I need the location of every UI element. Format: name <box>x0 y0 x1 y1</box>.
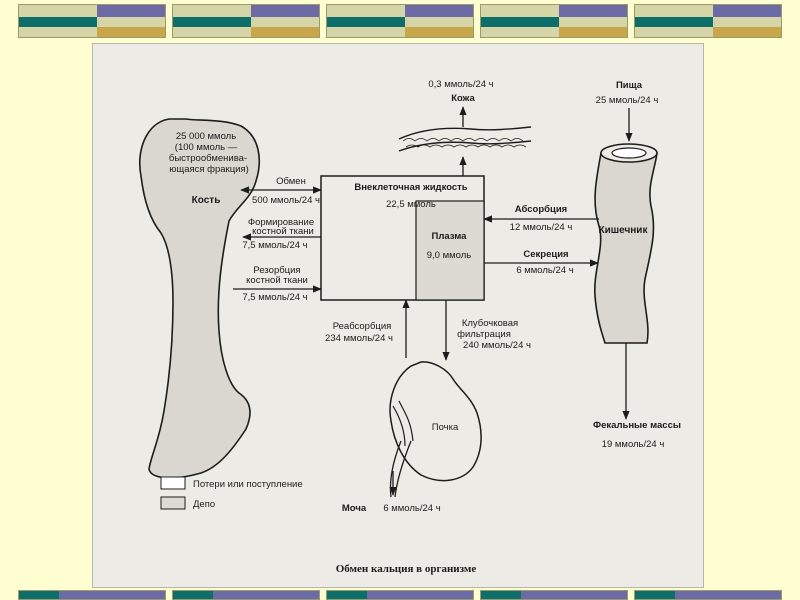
resorption-value: 7,5 ммоль/24 ч <box>242 292 307 303</box>
deco-block-3 <box>326 4 474 38</box>
filtration-value: 240 ммоль/24 ч <box>463 340 531 351</box>
formation-line2: костной ткани <box>252 226 314 237</box>
bone-label: Кость <box>192 195 221 206</box>
skin-bottom-line <box>398 140 532 152</box>
secretion-value: 6 ммоль/24 ч <box>516 265 573 276</box>
absorption-value: 12 ммоль/24 ч <box>510 222 573 233</box>
footer-deco-block-2 <box>172 590 320 600</box>
exchange-title: Обмен <box>276 176 306 187</box>
plasma-title: Плазма <box>432 231 468 242</box>
skin-cells <box>402 138 527 148</box>
header-decoration <box>0 4 800 38</box>
feces-label: Фекальные массы <box>593 420 681 431</box>
intestine-lumen <box>611 147 647 159</box>
reabsorption-value: 234 ммоль/24 ч <box>325 333 393 344</box>
bone-reserve-line4: ющаяся фракция) <box>169 164 249 175</box>
food-value: 25 ммоль/24 ч <box>596 95 659 106</box>
deco-block-5 <box>634 4 782 38</box>
footer-decoration <box>0 590 800 600</box>
footer-deco-block-4 <box>480 590 628 600</box>
bone-reserve-line3: быстрообменива- <box>169 153 247 164</box>
legend-swatch-losses <box>160 476 186 490</box>
formation-line1: Формирование <box>248 217 314 228</box>
filtration-line1: Клубочковая <box>462 318 518 329</box>
plasma-box <box>415 200 485 301</box>
skin-label: Кожа <box>451 93 475 104</box>
secretion-title: Секреция <box>523 249 568 260</box>
bone-shape <box>139 118 261 479</box>
deco-block-1 <box>18 4 166 38</box>
calcium-exchange-diagram: 25 000 ммоль (100 ммоль — быстрообменива… <box>139 79 681 575</box>
legend-label-losses: Потери или поступление <box>193 479 303 490</box>
filtration-line2: фильтрация <box>457 329 511 340</box>
formation-value: 7,5 ммоль/24 ч <box>242 240 307 251</box>
ecf-value: 22,5 ммоль <box>386 199 436 210</box>
reabsorption-title: Реабсорбция <box>333 321 392 332</box>
renal-pelvis <box>392 400 414 447</box>
footer-deco-block-3 <box>326 590 474 600</box>
footer-deco-block-1 <box>18 590 166 600</box>
kidney-shape <box>389 361 482 482</box>
absorption-title: Абсорбция <box>515 204 567 215</box>
skin-value: 0,3 ммоль/24 ч <box>428 79 493 90</box>
intestine-shape <box>594 152 658 344</box>
skin-top-line <box>398 126 532 140</box>
legend-label-depot: Депо <box>193 499 215 510</box>
legend-swatch-depot <box>160 496 186 510</box>
figure-caption: Обмен кальция в организме <box>336 563 477 575</box>
feces-value: 19 ммоль/24 ч <box>602 439 665 450</box>
food-label: Пища <box>616 80 643 91</box>
deco-block-2 <box>172 4 320 38</box>
resorption-line1: Резорбция <box>253 265 300 276</box>
figure-panel: 25 000 ммоль (100 ммоль — быстрообменива… <box>92 43 704 588</box>
intestine-label: Кишечник <box>599 225 649 236</box>
resorption-line2: костной ткани <box>246 275 308 286</box>
ecf-title: Внеклеточная жидкость <box>354 182 467 193</box>
footer-deco-block-5 <box>634 590 782 600</box>
kidney-label: Почка <box>432 422 459 433</box>
deco-block-4 <box>480 4 628 38</box>
plasma-value: 9,0 ммоль <box>427 250 472 261</box>
urine-label: Моча <box>342 503 367 514</box>
bone-reserve-line2: (100 ммоль — <box>175 142 238 153</box>
bone-reserve-line1: 25 000 ммоль <box>176 131 236 142</box>
exchange-value: 500 ммоль/24 ч <box>252 195 320 206</box>
urine-value: 6 ммоль/24 ч <box>383 503 440 514</box>
